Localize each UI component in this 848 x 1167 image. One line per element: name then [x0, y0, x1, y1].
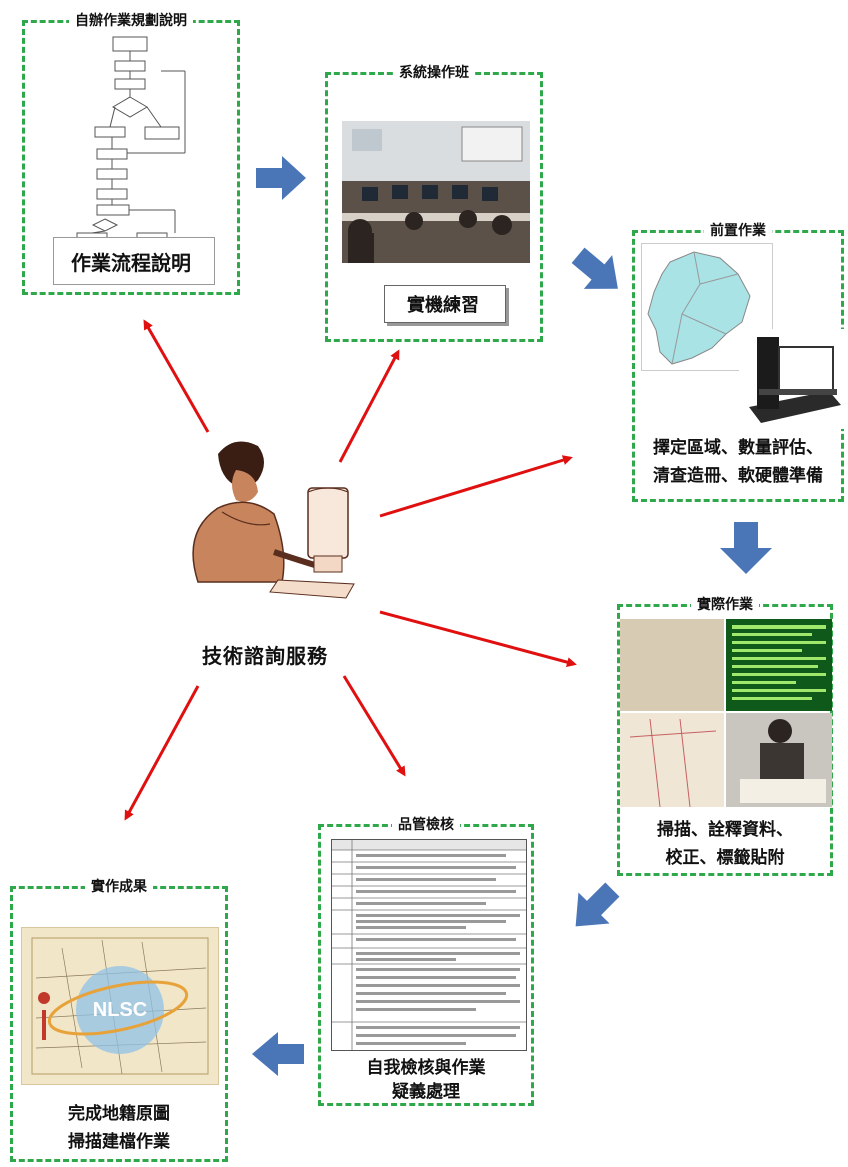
prep-caption-line2: 清查造冊、軟硬體準備: [653, 466, 823, 486]
planning-box: 自辦作業規劃說明: [22, 11, 240, 295]
scan-collage: [620, 619, 832, 807]
qc-caption-line2: 疑義處理: [392, 1082, 460, 1102]
actual-caption-line2: 校正、標籤貼附: [665, 848, 785, 868]
center-label: 技術諮詢服務: [202, 644, 328, 668]
checklist-table: [331, 839, 527, 1051]
planning-caption: 作業流程說明: [71, 251, 191, 275]
qc-title: 品管檢核: [392, 815, 460, 835]
training-caption: 實機練習: [407, 295, 479, 316]
classroom-photo: [342, 121, 530, 263]
prep-box: 前置作業 擇定區域、數量評估、 清查造冊、軟硬體準備: [632, 221, 845, 502]
blue-arrow-actual-to-qc: [575, 882, 620, 927]
qc-box: 品管檢核: [318, 815, 534, 1106]
prep-caption-line1: 擇定區域、數量評估、: [653, 438, 823, 458]
flowchart-image: [75, 33, 195, 243]
result-caption-line2: 掃描建檔作業: [68, 1132, 170, 1152]
scanner-photo: [739, 329, 845, 429]
red-arrow-result: [124, 685, 200, 821]
training-box: 系統操作班 實機練習: [325, 63, 543, 342]
qc-caption-line1: 自我檢核與作業: [366, 1058, 486, 1078]
nlsc-logo-text: NLSC: [93, 999, 147, 1021]
result-box: 實作成果 NLSC 完成地籍原圖 掃描建檔作業: [10, 877, 228, 1162]
red-arrow-planning: [143, 319, 210, 433]
cadastral-map-image: NLSC: [21, 927, 219, 1085]
actual-title: 實際作業: [691, 595, 759, 615]
red-arrow-qc: [342, 675, 406, 777]
result-caption-line1: 完成地籍原圖: [68, 1104, 170, 1124]
planning-caption-frame: [53, 237, 215, 285]
consultant-figure: [178, 432, 368, 610]
planning-title: 自辦作業規劃說明: [69, 11, 193, 31]
region-map-image: [641, 243, 773, 371]
blue-arrow-training-to-prep: [571, 247, 618, 289]
actual-box: 實際作業 掃描、詮釋資料、 校正、標籤貼附: [617, 595, 833, 876]
actual-caption-line1: 掃描、詮釋資料、: [657, 820, 793, 840]
blue-arrow-qc-to-result: [252, 1032, 304, 1076]
training-caption-frame: [384, 285, 506, 323]
result-title: 實作成果: [85, 877, 153, 897]
prep-title: 前置作業: [704, 221, 772, 241]
blue-arrow-prep-to-actual: [720, 522, 772, 574]
blue-arrow-planning-to-training: [256, 156, 306, 200]
red-arrow-actual: [379, 610, 577, 668]
training-title: 系統操作班: [393, 63, 475, 83]
red-arrow-prep: [379, 455, 573, 518]
